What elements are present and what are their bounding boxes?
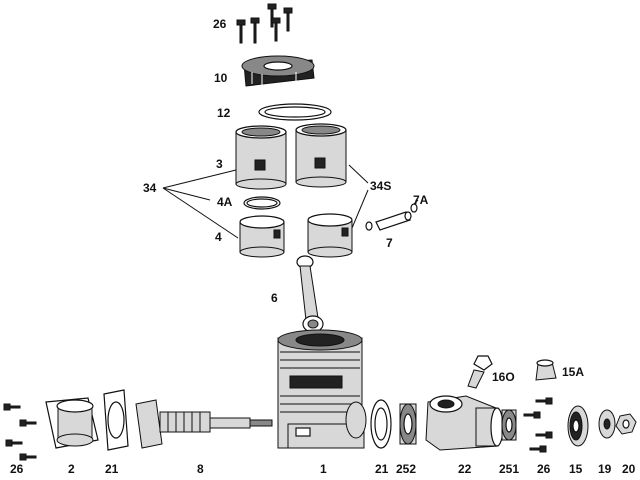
- bearing-252: [399, 403, 417, 445]
- label-26-top: 26: [213, 17, 227, 31]
- piston-ring-inner: [246, 198, 278, 208]
- front-housing: [425, 395, 504, 451]
- label-1: 1: [320, 462, 327, 476]
- label-2: 2: [68, 462, 75, 476]
- label-20: 20: [622, 462, 636, 476]
- label-4A: 4A: [217, 195, 233, 209]
- set-34s-leaders: [348, 164, 369, 229]
- label-26-rear: 26: [10, 462, 24, 476]
- set-34-leaders: [162, 169, 239, 239]
- piston-right: [307, 213, 353, 258]
- crankcase: [277, 329, 367, 449]
- prop-washer: [598, 409, 616, 439]
- cylinder-liner-right: [295, 123, 347, 188]
- bearing-251: [501, 409, 517, 441]
- rear-screws: [3, 403, 37, 461]
- label-15A: 15A: [562, 365, 584, 379]
- label-16O: 16O: [492, 370, 515, 384]
- piston-left: [239, 215, 285, 258]
- label-34S: 34S: [370, 179, 391, 193]
- label-3: 3: [216, 157, 223, 171]
- cylinder-liner-left: [235, 125, 287, 190]
- front-gasket: [370, 399, 392, 449]
- label-7A: 7A: [413, 193, 429, 207]
- label-12: 12: [217, 106, 231, 120]
- clip-leader: [413, 199, 419, 205]
- crankshaft: [135, 399, 273, 449]
- label-8: 8: [197, 462, 204, 476]
- label-34: 34: [143, 181, 157, 195]
- wrist-pin: [375, 211, 412, 231]
- connecting-rod: [296, 255, 324, 333]
- label-21-rear: 21: [105, 462, 119, 476]
- cylinder-head: [241, 55, 315, 87]
- label-15: 15: [569, 462, 583, 476]
- head-screws: [236, 3, 293, 44]
- head-gasket-inner: [264, 106, 326, 118]
- label-21-front: 21: [375, 462, 389, 476]
- label-22: 22: [458, 462, 472, 476]
- label-7: 7: [386, 236, 393, 250]
- pin-clip-left: [365, 221, 373, 231]
- label-252: 252: [396, 462, 416, 476]
- label-6: 6: [271, 291, 278, 305]
- rear-cover: [45, 397, 99, 449]
- spinner-cap: [535, 359, 557, 381]
- label-251: 251: [499, 462, 519, 476]
- label-4: 4: [215, 230, 222, 244]
- drive-washer: [567, 405, 589, 447]
- front-screws: [523, 397, 553, 453]
- label-19: 19: [598, 462, 612, 476]
- prop-nut: [615, 413, 637, 435]
- needle-valve-plug: [467, 355, 493, 389]
- label-10: 10: [214, 71, 228, 85]
- rear-gasket: [103, 389, 129, 451]
- label-26-front: 26: [537, 462, 551, 476]
